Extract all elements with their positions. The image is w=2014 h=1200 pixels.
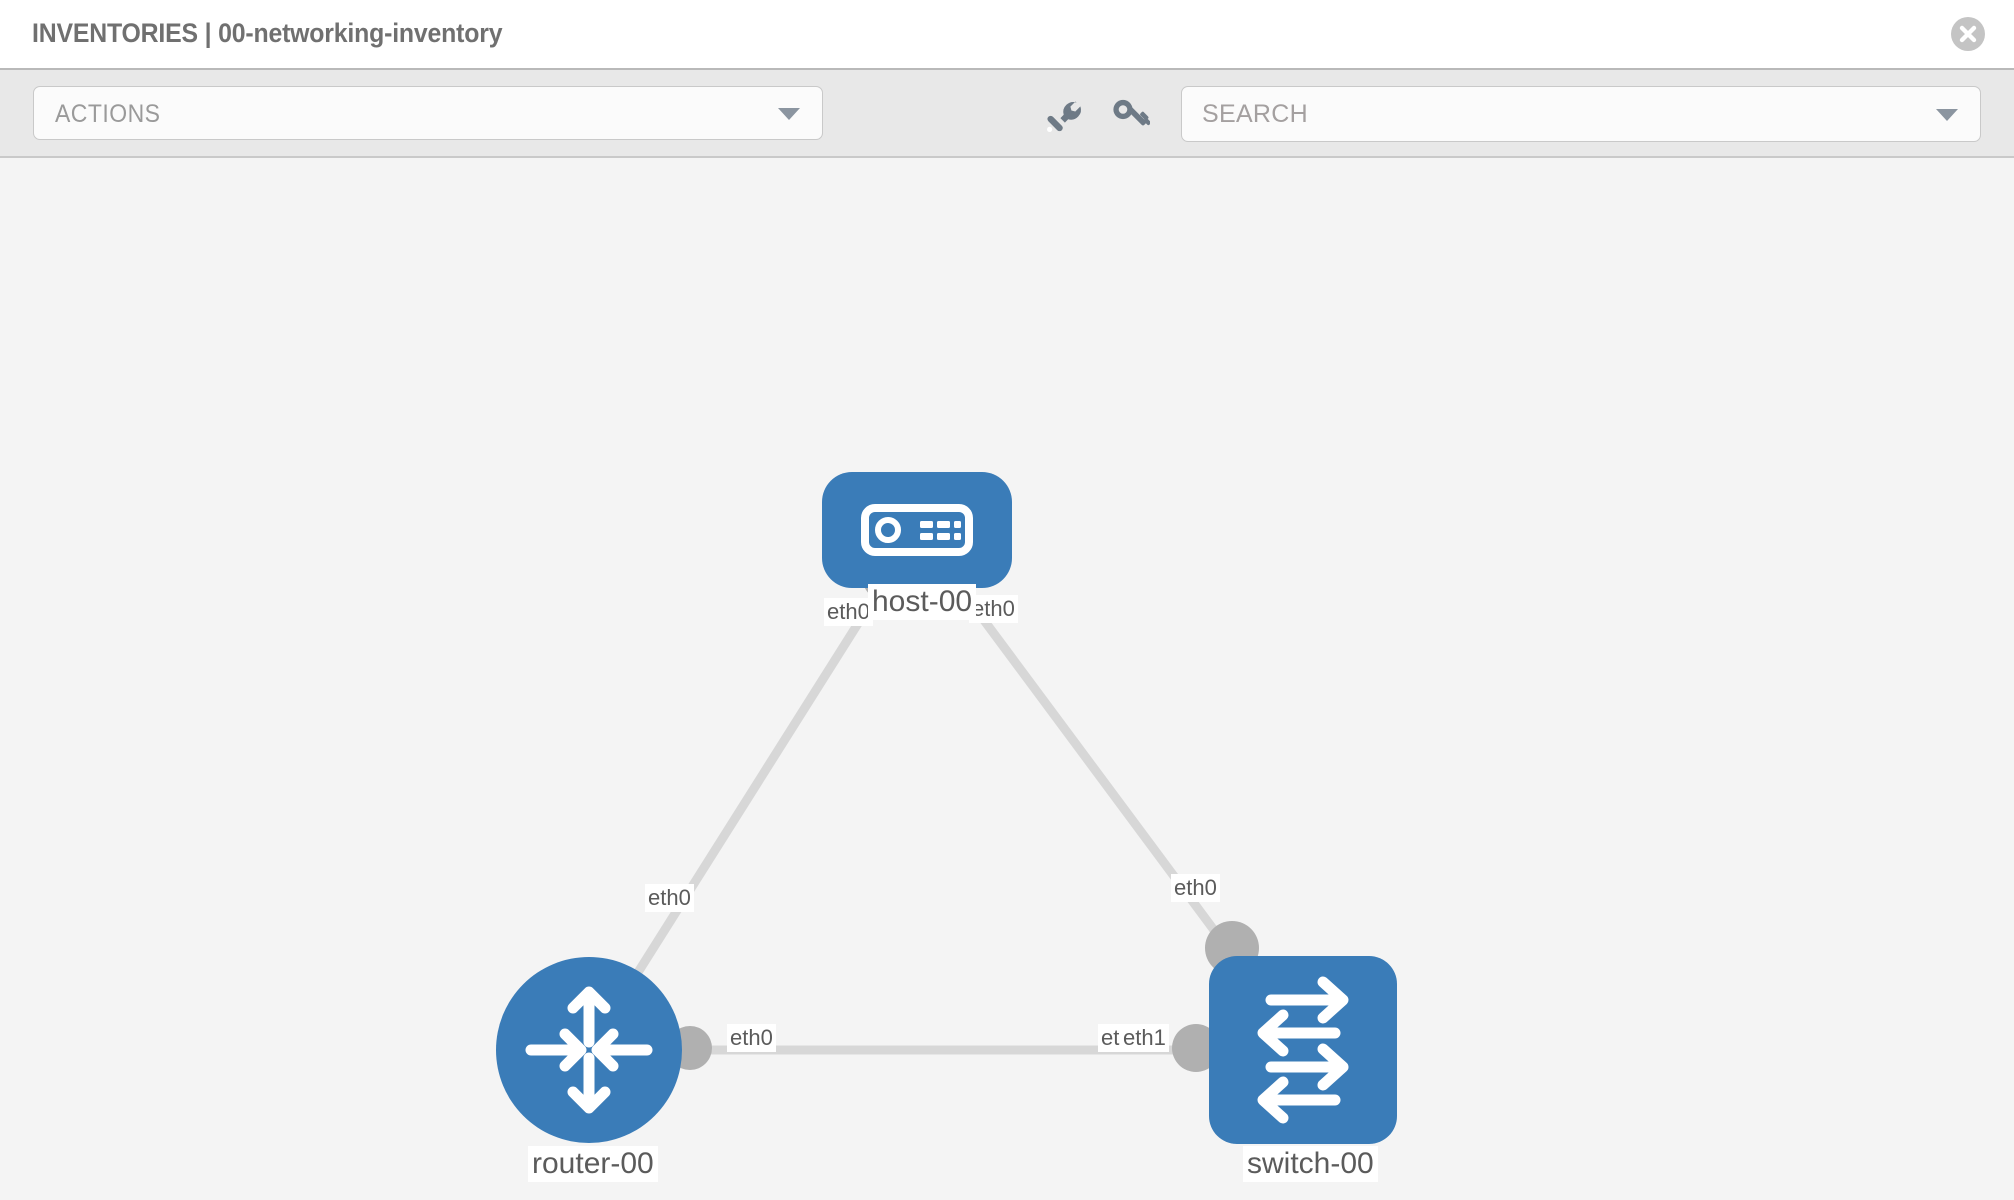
search-chevron-down-icon[interactable] bbox=[1936, 109, 1958, 121]
port-layer bbox=[668, 548, 1259, 1072]
node-switch-00 bbox=[1209, 956, 1397, 1144]
search-placeholder: SEARCH bbox=[1202, 100, 1308, 128]
node-host-00 bbox=[822, 472, 1012, 588]
node-host-shape bbox=[822, 472, 1012, 588]
interface-label: eth0 bbox=[824, 598, 873, 626]
four-arrows-icon bbox=[525, 986, 653, 1114]
wrench-icon[interactable] bbox=[1043, 96, 1083, 136]
close-circle-icon[interactable] bbox=[1950, 16, 1986, 52]
swap-arrows-icon bbox=[1257, 976, 1349, 1124]
key-icon[interactable] bbox=[1110, 96, 1151, 136]
topology-graph bbox=[496, 472, 1397, 1144]
interface-label: eth0 bbox=[1171, 874, 1220, 902]
search-input[interactable]: SEARCH bbox=[1181, 86, 1981, 142]
interface-label: eth0 bbox=[727, 1024, 776, 1052]
node-label-switch: switch-00 bbox=[1243, 1146, 1378, 1182]
server-appliance-icon bbox=[861, 504, 973, 556]
page-title: INVENTORIES | 00-networking-inventory bbox=[32, 18, 503, 48]
interface-label: eth1 bbox=[1120, 1024, 1169, 1052]
node-switch-shape bbox=[1209, 956, 1397, 1144]
node-label-host: host-00 bbox=[868, 584, 977, 620]
interface-label: eth0 bbox=[645, 884, 694, 912]
topology-canvas[interactable]: eth0 eth0 eth0 eth0 eth0 eth eth1 host-0… bbox=[0, 158, 2014, 1200]
node-router-00 bbox=[496, 957, 682, 1143]
node-label-router: router-00 bbox=[528, 1146, 658, 1182]
node-router-shape bbox=[496, 957, 682, 1143]
toolbar: ACTIONS bbox=[0, 68, 2014, 158]
actions-dropdown[interactable]: ACTIONS bbox=[33, 86, 823, 140]
interface-label: eth0 bbox=[969, 595, 1018, 623]
actions-dropdown-label: ACTIONS bbox=[55, 100, 161, 128]
page-header: INVENTORIES | 00-networking-inventory bbox=[0, 0, 2014, 68]
chevron-down-icon bbox=[778, 108, 800, 120]
port-switch-left bbox=[1172, 1024, 1220, 1072]
